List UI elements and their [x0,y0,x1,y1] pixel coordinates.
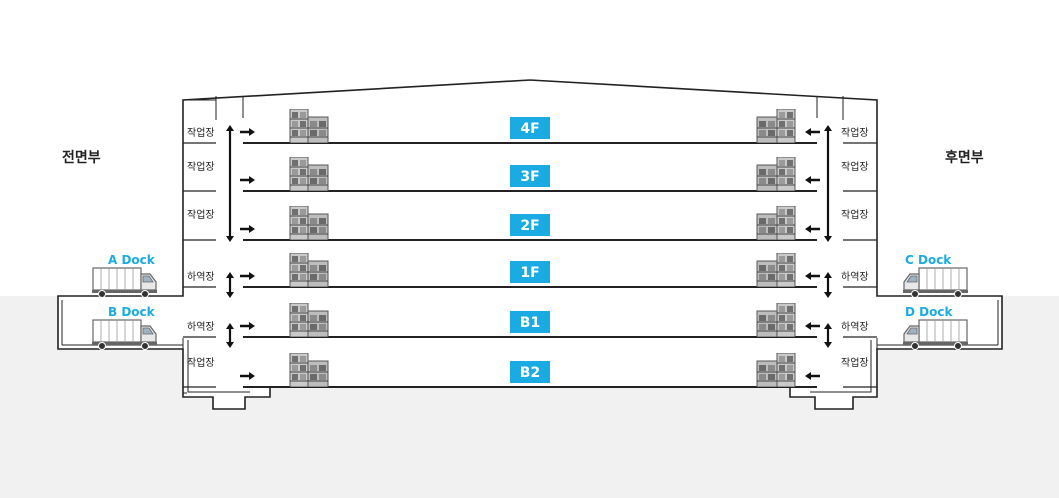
front-side-label: 전면부 [62,149,101,166]
arrow-head-icon [805,128,811,136]
room-label-left: 하역장 [187,270,215,283]
arrow-head-icon [824,292,832,298]
floor-badge [510,214,550,236]
room-label-left: 작업장 [187,126,215,139]
arrow-head-icon [824,236,832,242]
room-label-left: 작업장 [187,208,215,221]
arrow-head-icon [249,176,255,184]
room-label-left: 작업장 [187,160,215,173]
room-label-right: 작업장 [841,208,869,221]
room-label-right: 하역장 [841,320,869,333]
arrow-head-icon [249,272,255,280]
arrow-head-icon [805,225,811,233]
ramp-line [182,338,187,394]
arrow-head-icon [226,342,234,348]
floor-label: 2F [520,218,539,234]
arrow-head-icon [226,323,234,329]
floor-label: B1 [520,315,540,331]
arrow-head-icon [805,272,811,280]
truck-icon-a [92,267,158,298]
arrow-head-icon [824,272,832,278]
room-label-right: 작업장 [841,160,869,173]
floor-label: 4F [520,121,539,137]
room-label-right: 작업장 [841,356,869,369]
floor-badge [510,361,550,383]
arrow-head-icon [824,125,832,131]
room-label-left: 하역장 [187,320,215,333]
arrow-head-icon [226,236,234,242]
arrow-head-icon [226,125,234,131]
ramp-line [187,340,250,393]
dock-label-a: A Dock [108,253,156,267]
dock-label-d: D Dock [905,305,953,319]
floor-label: 3F [520,169,539,185]
arrow-head-icon [249,225,255,233]
arrow-head-icon [824,342,832,348]
arrow-head-icon [805,322,811,330]
floor-badge [510,311,550,333]
floor-badge [510,117,550,139]
arrow-head-icon [249,128,255,136]
arrow-head-icon [824,323,832,329]
arrow-head-icon [226,272,234,278]
arrow-head-icon [226,292,234,298]
room-label-right: 하역장 [841,270,869,283]
room-label-right: 작업장 [841,126,869,139]
arrow-head-icon [805,372,811,380]
floor-label: 1F [520,265,539,281]
floor-badge [510,261,550,283]
floor-badge [510,165,550,187]
truck-icon-c [902,267,968,298]
arrow-head-icon [805,176,811,184]
arrow-head-icon [249,372,255,380]
dock-label-c: C Dock [905,253,952,267]
ramp-line [810,340,872,393]
dock-label-b: B Dock [108,305,156,319]
room-label-left: 작업장 [187,356,215,369]
rear-side-label: 후면부 [945,149,984,166]
floor-label: B2 [520,365,540,381]
arrow-head-icon [249,322,255,330]
